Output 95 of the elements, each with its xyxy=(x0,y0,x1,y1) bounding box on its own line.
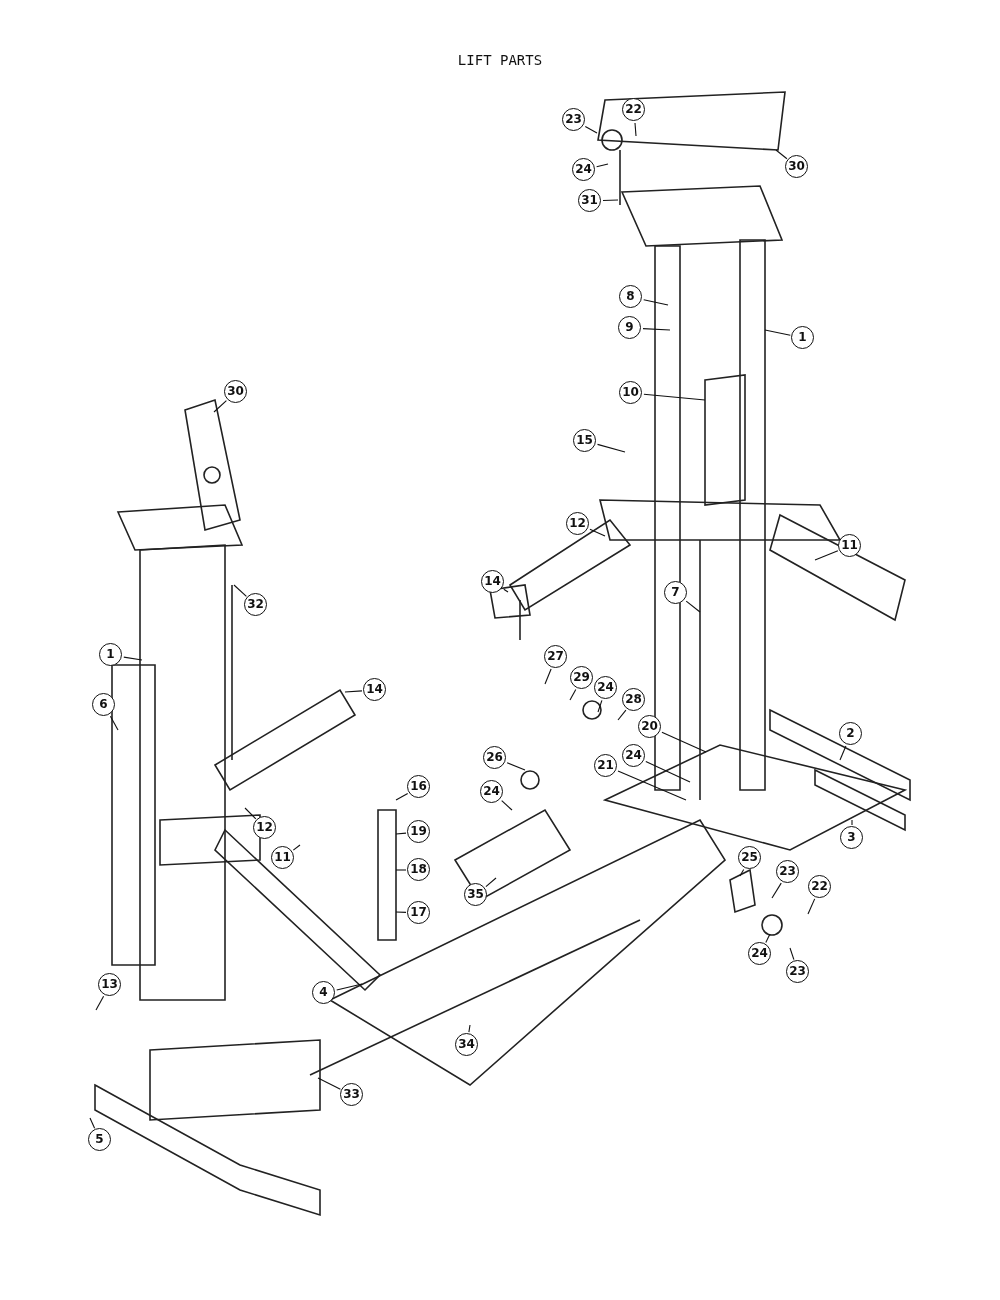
leader-line xyxy=(739,868,745,877)
leader-line xyxy=(95,995,105,1011)
callout-number: 31 xyxy=(578,189,601,212)
leader-line xyxy=(789,947,795,961)
callout-number: 19 xyxy=(407,820,430,843)
callout-number: 14 xyxy=(363,678,386,701)
callout-number: 24 xyxy=(594,676,617,699)
leader-line xyxy=(89,1117,96,1129)
leader-line xyxy=(645,760,691,783)
callout-number: 34 xyxy=(455,1033,478,1056)
leader-line xyxy=(602,199,619,202)
callout-number: 2 xyxy=(839,722,862,745)
leader-line xyxy=(569,688,577,701)
leader-line xyxy=(395,832,407,835)
callout-number: 25 xyxy=(738,846,761,869)
callout-number: 30 xyxy=(785,155,808,178)
leader-line xyxy=(317,1077,341,1090)
leader-line xyxy=(685,600,701,613)
leader-line xyxy=(634,122,637,137)
leader-line xyxy=(643,299,669,306)
leader-line xyxy=(292,844,301,851)
callout-number: 11 xyxy=(838,534,861,557)
callout-number: 8 xyxy=(619,285,642,308)
leader-line xyxy=(814,550,839,561)
callout-number: 29 xyxy=(570,666,593,689)
leader-line xyxy=(468,1024,471,1033)
callout-number: 6 xyxy=(92,693,115,716)
leader-line xyxy=(807,898,816,915)
leader-line xyxy=(771,882,782,899)
leader-line xyxy=(544,668,552,685)
leader-line xyxy=(123,656,143,661)
leader-line xyxy=(589,528,606,537)
callout-number: 22 xyxy=(808,875,831,898)
leader-line xyxy=(503,588,509,593)
leader-line xyxy=(336,983,363,991)
leader-line xyxy=(485,877,497,888)
leader-line xyxy=(213,400,227,413)
callout-number: 3 xyxy=(840,826,863,849)
callout-number: 23 xyxy=(562,108,585,131)
leader-line xyxy=(765,933,771,943)
diagram-title: LIFT PARTS xyxy=(456,52,544,68)
callout-number: 11 xyxy=(271,846,294,869)
callout-number: 30 xyxy=(224,380,247,403)
callout-number: 23 xyxy=(786,960,809,983)
leader-line xyxy=(775,149,788,160)
leader-line xyxy=(596,163,609,168)
leader-line xyxy=(584,125,598,134)
callout-number: 15 xyxy=(573,429,596,452)
callout-number: 24 xyxy=(748,942,771,965)
leader-line xyxy=(617,770,687,801)
callout-number: 24 xyxy=(480,780,503,803)
callout-number: 22 xyxy=(622,98,645,121)
callout-number: 20 xyxy=(638,715,661,738)
leader-line xyxy=(395,869,407,871)
callout-number: 17 xyxy=(407,901,430,924)
leader-line xyxy=(597,699,603,713)
callout-number: 28 xyxy=(622,688,645,711)
leader-line xyxy=(642,328,671,331)
callout-number: 27 xyxy=(544,645,567,668)
leader-line xyxy=(661,731,707,753)
leader-line xyxy=(395,911,407,913)
callout-number: 18 xyxy=(407,858,430,881)
callout-number: 13 xyxy=(98,973,121,996)
callout-number: 9 xyxy=(618,316,641,339)
callout-number: 12 xyxy=(253,816,276,839)
callout-number: 7 xyxy=(664,581,687,604)
callout-number: 35 xyxy=(464,883,487,906)
leader-line xyxy=(501,800,513,811)
callout-number: 21 xyxy=(594,754,617,777)
leader-line xyxy=(596,443,626,453)
leader-line xyxy=(506,762,526,771)
callout-number: 1 xyxy=(99,643,122,666)
leader-line xyxy=(244,807,257,820)
callout-number: 1 xyxy=(791,326,814,349)
leader-line xyxy=(851,819,853,826)
leader-line xyxy=(344,690,363,693)
callout-number: 32 xyxy=(244,593,267,616)
leader-line xyxy=(617,709,627,721)
callout-number: 10 xyxy=(619,381,642,404)
callout-number: 12 xyxy=(566,512,589,535)
callout-number: 24 xyxy=(572,158,595,181)
callout-number: 14 xyxy=(481,570,504,593)
callout-number: 33 xyxy=(340,1083,363,1106)
callout-number: 5 xyxy=(88,1128,111,1151)
callout-number: 4 xyxy=(312,981,335,1004)
callout-number: 16 xyxy=(407,775,430,798)
leader-line xyxy=(764,329,791,336)
callout-number: 24 xyxy=(622,744,645,767)
leader-line xyxy=(395,792,409,801)
leader-line xyxy=(643,393,706,401)
callout-number: 23 xyxy=(776,860,799,883)
leader-line xyxy=(839,745,847,761)
callout-number: 26 xyxy=(483,746,506,769)
leader-line xyxy=(233,584,247,597)
leader-line xyxy=(109,715,119,731)
